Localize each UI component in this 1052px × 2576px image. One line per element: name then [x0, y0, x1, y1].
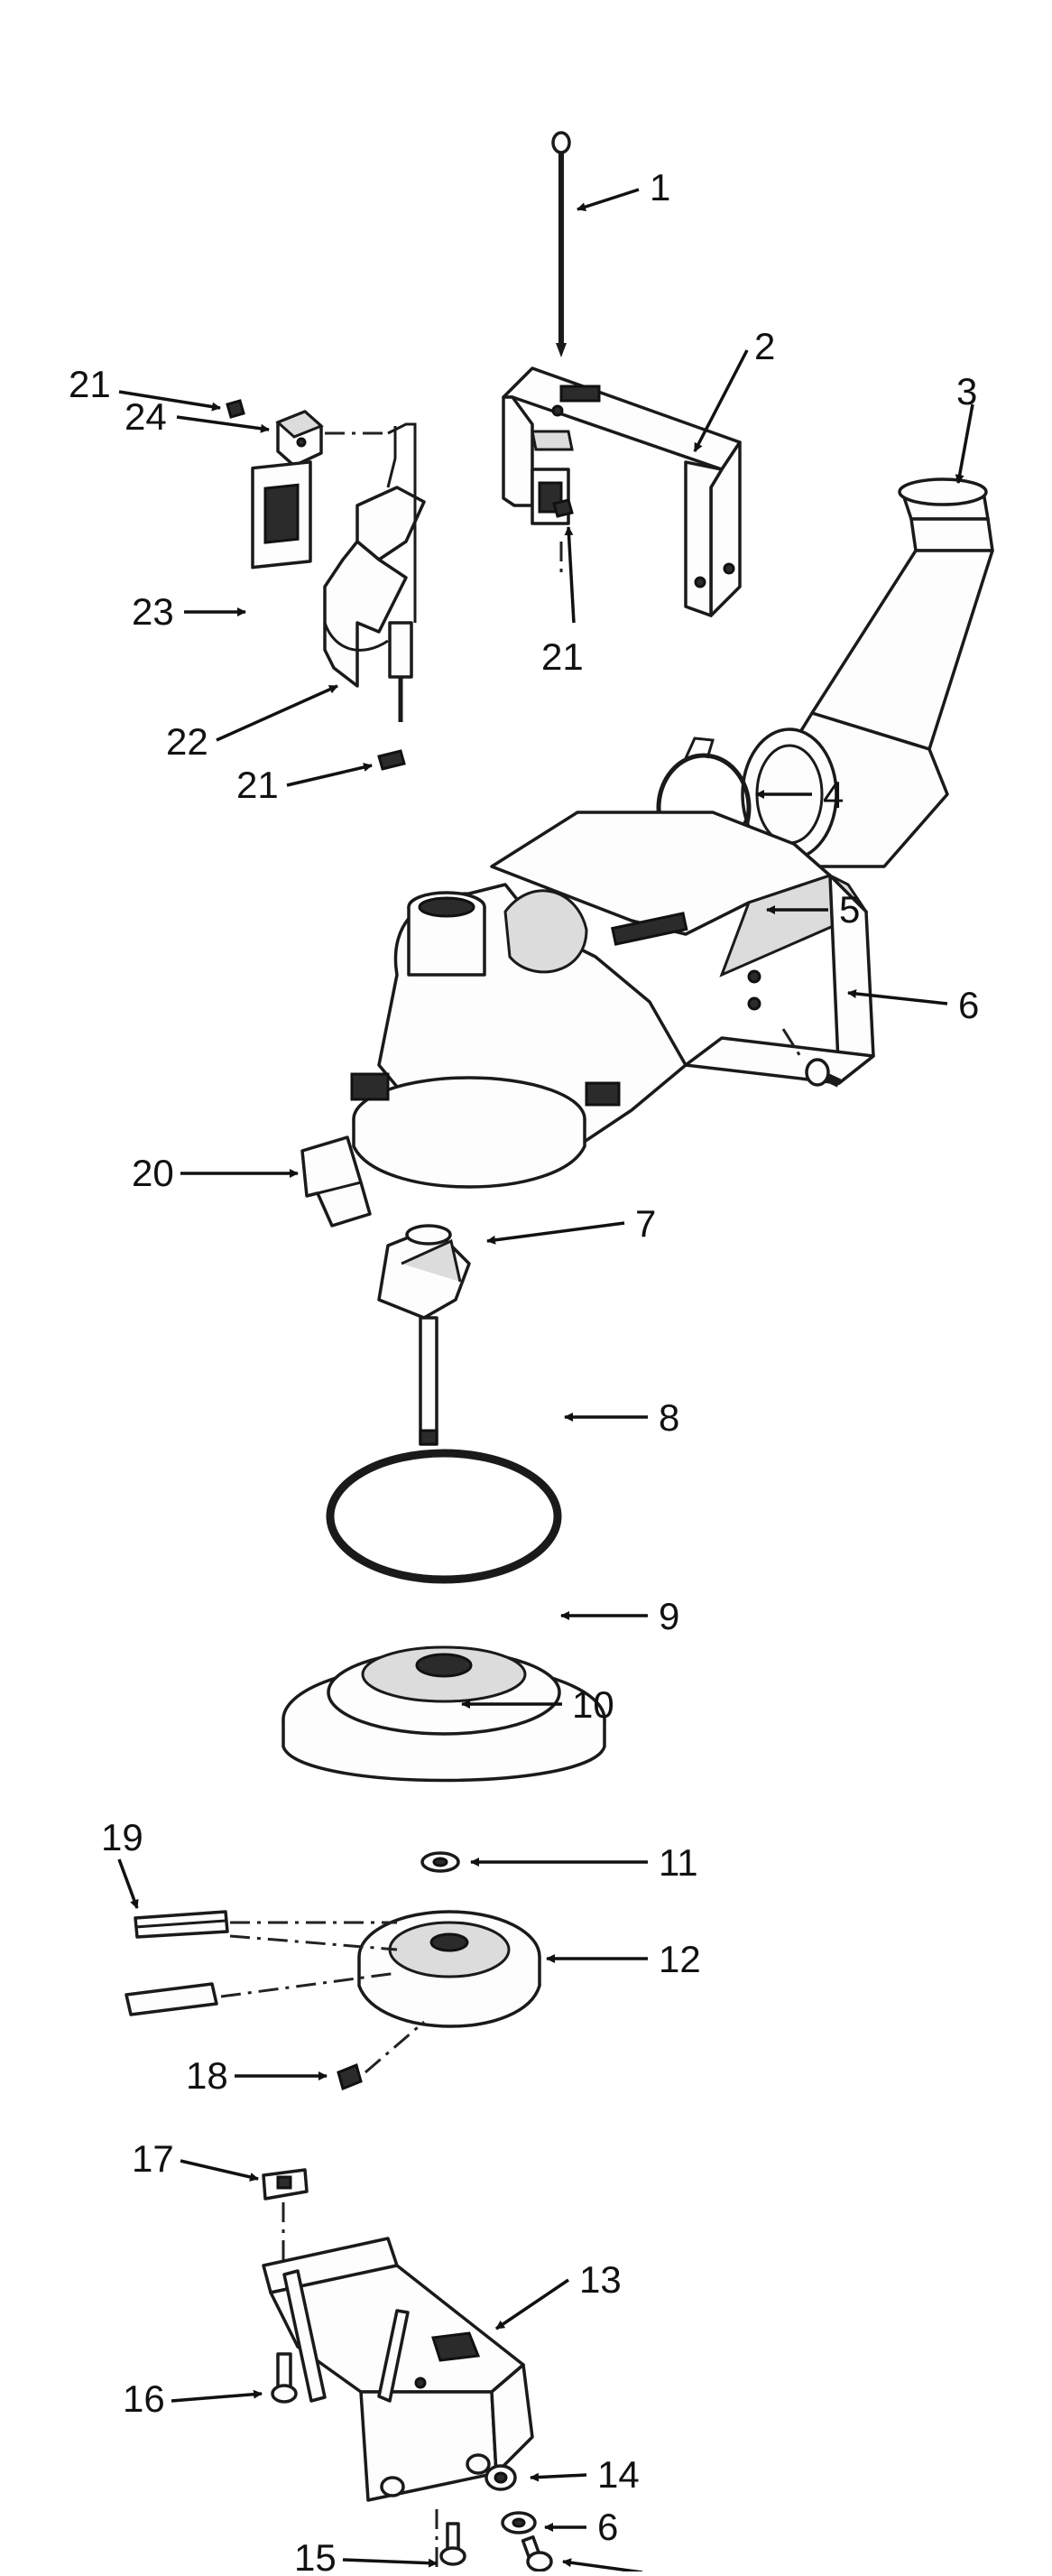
part-24-block — [275, 410, 324, 468]
callout-17: 17 — [132, 2137, 174, 2180]
callout-16: 16 — [123, 2377, 165, 2420]
part-7-impeller — [377, 1224, 471, 1446]
callout-4: 4 — [823, 774, 844, 816]
callout-20: 20 — [132, 1152, 174, 1194]
part-8-o-ring — [326, 1449, 562, 1584]
callout-21-bottom: 21 — [236, 764, 279, 806]
part-9-cover-plate — [281, 1645, 606, 1783]
key-center-lines — [220, 1921, 425, 2074]
part-21-bracket-mid — [552, 498, 574, 518]
part-5-pump-housing — [350, 811, 875, 1189]
callout-22: 22 — [166, 720, 208, 763]
callout-21-mid: 21 — [541, 635, 584, 678]
part-19-key-lower — [125, 1982, 218, 2016]
part-11-pulley — [357, 1910, 541, 2028]
leader-arrows — [117, 188, 974, 2574]
part-21-upper-left — [226, 399, 245, 419]
callout-18: 18 — [186, 2054, 228, 2097]
callout-21-top: 21 — [69, 363, 111, 405]
part-23-gasket — [251, 460, 312, 570]
part-3-pipe — [738, 477, 994, 868]
part-2-bracket — [502, 366, 742, 617]
part-22-bracket — [323, 422, 426, 722]
callout-6-lower: 6 — [597, 2506, 618, 2548]
callout-23: 23 — [132, 590, 174, 633]
callout-19: 19 — [101, 1816, 143, 1858]
callout-14: 14 — [597, 2453, 640, 2496]
callout-1: 1 — [650, 166, 670, 208]
part-20-clip — [300, 1135, 372, 1228]
part-10-washer — [420, 1851, 460, 1873]
part-19-key — [134, 1910, 229, 1939]
callout-24: 24 — [125, 395, 167, 438]
part-16-screw — [271, 2352, 298, 2404]
callout-5: 5 — [839, 888, 860, 931]
part-12-mounting-bracket — [262, 2237, 534, 2576]
part-6-screw-lower — [521, 2535, 553, 2572]
callout-11: 11 — [659, 1841, 698, 1884]
part-14-washer — [501, 2511, 537, 2534]
callout-15: 15 — [294, 2536, 337, 2571]
part-21-lower-left — [377, 749, 406, 771]
callout-8: 8 — [659, 1396, 679, 1439]
callout-13: 13 — [579, 2258, 622, 2301]
callout-9: 9 — [659, 1595, 679, 1637]
callout-3: 3 — [956, 370, 977, 412]
part-13-nut — [484, 2464, 517, 2491]
part-18-set-screw — [337, 2062, 363, 2091]
callout-2: 2 — [754, 325, 775, 367]
callout-12: 12 — [659, 1938, 701, 1980]
part-1-pin — [551, 131, 571, 357]
callout-10: 10 — [572, 1683, 614, 1726]
part-15-screw — [439, 2522, 466, 2566]
callout-6-upper: 6 — [958, 984, 979, 1026]
part-6-screw-upper — [781, 1028, 842, 1088]
callout-labels: 1 2 3 4 5 6 7 8 9 10 11 12 13 14 6 15 16… — [69, 166, 979, 2576]
callout-7: 7 — [635, 1202, 656, 1245]
